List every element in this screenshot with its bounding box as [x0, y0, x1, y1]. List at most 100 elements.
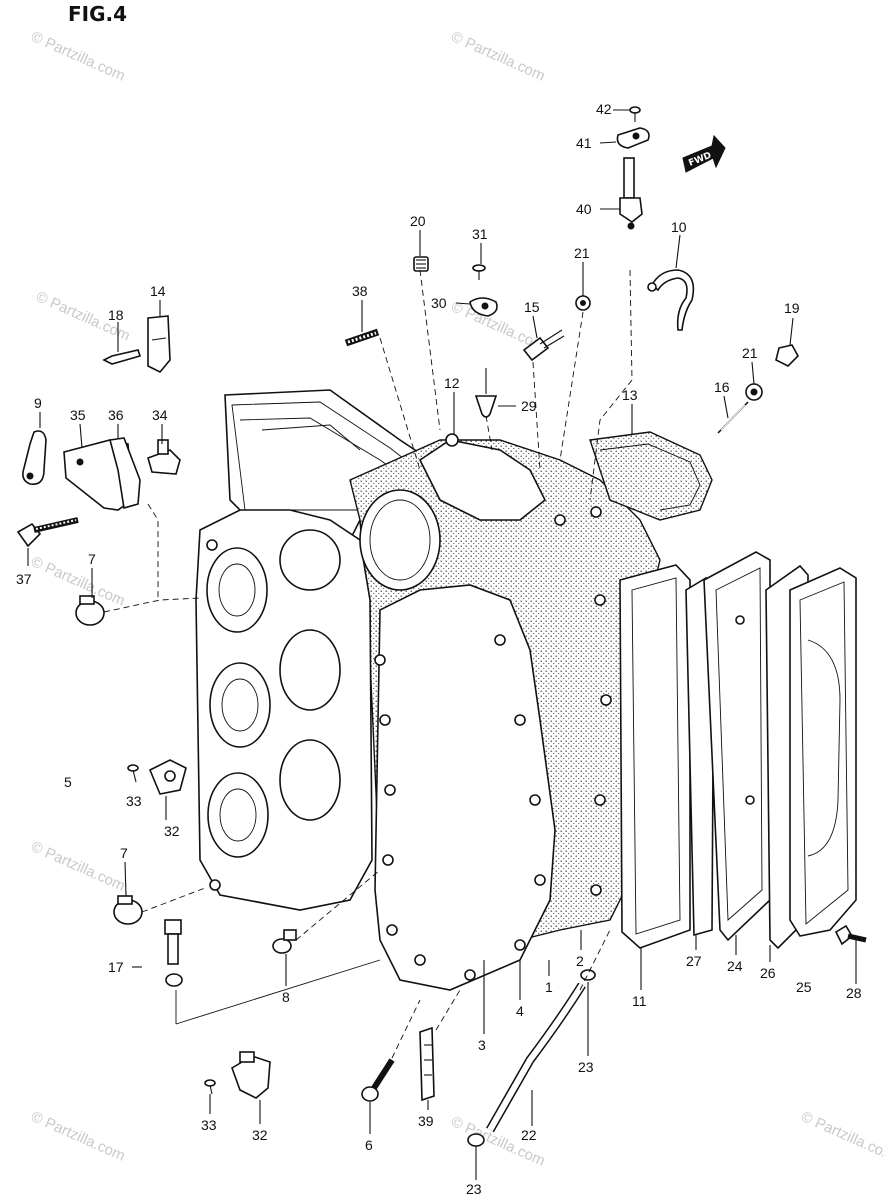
callout-39: 39 [418, 1113, 434, 1129]
plug-20 [413, 256, 429, 272]
callout-labels: 42 41 40 10 20 31 21 14 18 38 30 15 19 2… [16, 101, 862, 1197]
callout-40: 40 [576, 201, 592, 217]
callout-29: 29 [521, 398, 537, 414]
callout-36: 36 [108, 407, 124, 423]
callout-38: 38 [352, 283, 368, 299]
callout-28: 28 [846, 985, 862, 1001]
callout-4: 4 [516, 1003, 524, 1019]
callout-20: 20 [410, 213, 426, 229]
washer-21-top [575, 295, 591, 311]
hose-clip-23-top [580, 969, 596, 981]
hose-clip-23-bottom [467, 1133, 485, 1147]
stud-16 [717, 401, 749, 434]
callout-11: 11 [632, 993, 647, 1009]
exhaust-plate-24 [703, 551, 771, 942]
screw-33-mid [127, 764, 139, 783]
gasket-11 [619, 564, 691, 949]
exhaust-cover-25 [789, 567, 857, 937]
bolt-15 [522, 329, 565, 362]
hose-clamp-7-bottom [113, 895, 143, 925]
callout-31: 31 [472, 226, 488, 242]
water-hose-22 [486, 982, 586, 1133]
callout-14: 14 [150, 283, 166, 299]
stud-38 [344, 328, 380, 347]
callout-16: 16 [714, 379, 730, 395]
callout-8: 8 [282, 989, 290, 1005]
forward-label: FWD [687, 151, 713, 169]
screw-18 [102, 349, 142, 365]
watermark-text: © Partzilla.com [28, 28, 127, 85]
callout-21-top: 21 [574, 245, 590, 261]
callout-3: 3 [478, 1037, 486, 1053]
callout-37: 37 [16, 571, 32, 587]
callout-32-bottom: 32 [252, 1127, 268, 1143]
callout-22: 22 [521, 1127, 537, 1143]
callout-6: 6 [365, 1137, 373, 1153]
bolt-holes [206, 506, 612, 981]
callout-9: 9 [34, 395, 42, 411]
watermark-text: © Partzilla.com [28, 1108, 127, 1165]
callout-33-mid: 33 [126, 793, 142, 809]
callout-1: 1 [545, 979, 553, 995]
callout-18: 18 [108, 307, 124, 323]
sensor-32-bottom [231, 1051, 271, 1099]
callout-13: 13 [622, 387, 638, 403]
callout-5: 5 [64, 774, 72, 790]
callout-23-bottom: 23 [466, 1181, 482, 1197]
callout-33-bottom: 33 [201, 1117, 217, 1133]
forward-direction-badge: FWD [682, 134, 726, 173]
screw-31 [472, 264, 486, 280]
figure-title: FIG.4 [68, 2, 127, 26]
callout-27: 27 [686, 953, 702, 969]
callout-30: 30 [431, 295, 447, 311]
bolt-28 [834, 924, 867, 946]
screw-42 [629, 106, 641, 122]
watermark-text: © Partzilla.com [28, 838, 127, 895]
callout-23-top: 23 [578, 1059, 594, 1075]
pin-39 [419, 1026, 435, 1102]
plate-30 [469, 297, 498, 317]
leader-lines [27, 109, 857, 1180]
callout-7-top: 7 [88, 551, 96, 567]
callout-24: 24 [727, 958, 743, 974]
plate-41 [616, 127, 650, 149]
callout-12: 12 [444, 375, 460, 391]
bolt-37 [16, 517, 79, 548]
plug-8 [272, 929, 297, 954]
head-bores [206, 529, 341, 858]
callout-41: 41 [576, 135, 592, 151]
sensor-34 [147, 439, 181, 475]
bolt-6 [361, 1058, 395, 1102]
bracket-14 [147, 315, 171, 373]
callout-32-mid: 32 [164, 823, 180, 839]
sensor-32-mid [148, 759, 187, 795]
clamp-10 [647, 269, 695, 331]
cylinder-block [195, 389, 661, 991]
callout-26: 26 [760, 965, 776, 981]
hose-clamp-7-top [75, 595, 105, 626]
callout-17: 17 [108, 959, 124, 975]
gasket-36 [108, 437, 141, 510]
assembly-guide-lines [103, 269, 633, 1059]
callout-19: 19 [784, 300, 800, 316]
callout-35: 35 [70, 407, 86, 423]
nut-19 [775, 344, 799, 367]
callout-7-bottom: 7 [120, 845, 128, 861]
callout-2: 2 [576, 953, 584, 969]
callout-34: 34 [152, 407, 168, 423]
thermostat-housing-13 [589, 431, 713, 521]
bolt-17 [164, 919, 183, 987]
callout-10: 10 [671, 219, 687, 235]
washer-21-right [745, 383, 763, 401]
watermark-text: © Partzilla.com [448, 28, 547, 85]
valve-29 [474, 368, 498, 418]
sensor-40 [619, 157, 643, 230]
callout-15: 15 [524, 299, 540, 315]
clip-9 [22, 430, 47, 486]
callout-42: 42 [596, 101, 612, 117]
watermark-text: © Partzilla.com [28, 553, 127, 610]
screw-33-bottom [204, 1079, 216, 1095]
hose-5 [8, 613, 102, 952]
callout-25: 25 [796, 979, 812, 995]
